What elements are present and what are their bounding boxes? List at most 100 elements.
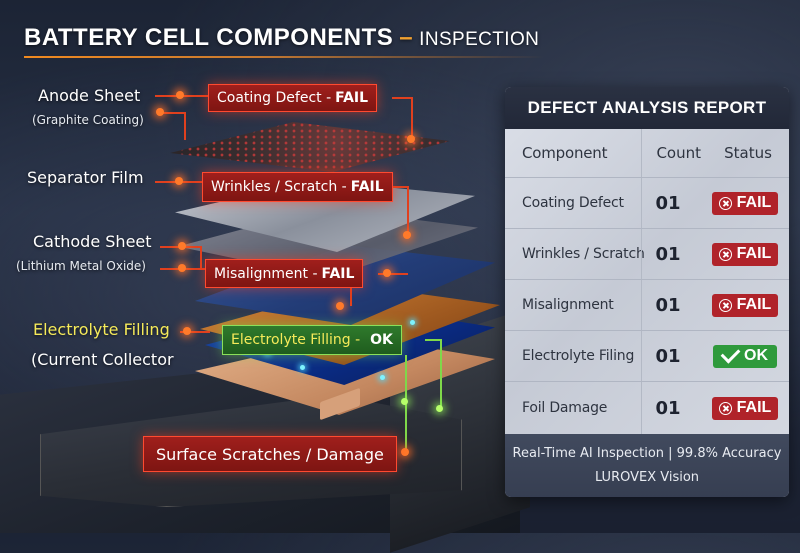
callout-text: Misalignment -	[214, 265, 318, 282]
status-badge-fail: FAIL	[711, 396, 779, 420]
defect-analysis-report: DEFECT ANALYSIS REPORT Component Count S…	[505, 87, 789, 497]
callout-status: FAIL	[350, 179, 384, 195]
row-count: 01	[655, 192, 681, 214]
report-title: DEFECT ANALYSIS REPORT	[505, 87, 789, 129]
connector-dot	[336, 302, 344, 310]
title-main: BATTERY CELL COMPONENTS	[24, 24, 394, 51]
connector-dot	[407, 135, 415, 143]
connector-line-green	[425, 339, 440, 341]
table-row: Misalignment 01 FAIL	[505, 280, 789, 331]
table-row: Electrolyte Filing 01 OK	[505, 331, 789, 382]
row-component: Electrolyte Filing	[522, 348, 635, 364]
glow-point	[380, 375, 385, 380]
callout-electrolyte-filling: Electrolyte Filling - OK	[222, 325, 402, 355]
label-cathode-sheet: Cathode Sheet	[33, 232, 152, 251]
report-table: Component Count Status Coating Defect 01…	[505, 129, 789, 434]
report-footer: Real-Time AI Inspection | 99.8% Accuracy…	[505, 434, 789, 497]
anode-defect-speckles	[170, 122, 450, 172]
x-circle-icon	[718, 401, 732, 415]
connector-line	[393, 186, 407, 188]
connector-dot	[183, 327, 191, 335]
row-count: 01	[655, 294, 681, 316]
connector-dot	[176, 91, 184, 99]
connector-line	[200, 246, 202, 268]
column-divider	[641, 382, 642, 434]
status-text: OK	[744, 347, 768, 364]
label-electrolyte-filling: Electrolyte Filling	[33, 320, 170, 339]
connector-dot	[178, 264, 186, 272]
x-circle-icon	[718, 196, 732, 210]
status-badge-fail: FAIL	[711, 242, 779, 266]
column-divider	[641, 178, 642, 228]
callout-text: Wrinkles / Scratch -	[211, 179, 347, 195]
check-icon	[720, 343, 741, 364]
connector-line	[378, 273, 408, 275]
table-row: Coating Defect 01 FAIL	[505, 178, 789, 229]
column-header-component: Component	[522, 144, 608, 162]
connector-line	[184, 112, 186, 140]
glow-point	[300, 365, 305, 370]
title-dash: –	[399, 24, 414, 51]
callout-status: FAIL	[335, 90, 369, 106]
footer-accuracy: Real-Time AI Inspection | 99.8% Accuracy	[512, 446, 782, 461]
row-component: Wrinkles / Scratch	[522, 246, 645, 262]
callout-status: OK	[370, 332, 393, 348]
column-divider	[641, 331, 642, 381]
status-text: FAIL	[736, 296, 772, 313]
connector-line	[411, 97, 413, 137]
status-text: FAIL	[736, 399, 772, 416]
column-header-status: Status	[724, 144, 772, 162]
callout-status: FAIL	[321, 265, 355, 282]
status-text: FAIL	[736, 194, 772, 211]
glow-point	[410, 320, 415, 325]
title-subtitle: INSPECTION	[419, 29, 540, 50]
column-divider	[641, 280, 642, 330]
label-anode-subtitle: (Graphite Coating)	[32, 113, 144, 127]
title-underline	[24, 56, 544, 58]
connector-line	[160, 112, 184, 114]
row-component: Foil Damage	[522, 400, 608, 416]
connector-dot	[178, 242, 186, 250]
callout-text: Coating Defect -	[217, 90, 332, 106]
footer-brand: LUROVEX Vision	[594, 470, 700, 485]
column-divider	[641, 229, 642, 279]
connector-dot	[175, 177, 183, 185]
callout-text: Surface Scratches / Damage	[156, 444, 384, 464]
status-text: FAIL	[736, 245, 772, 262]
column-header-count: Count	[656, 144, 701, 162]
row-count: 01	[655, 345, 681, 367]
table-row: Foil Damage 01 FAIL	[505, 382, 789, 434]
connector-line	[407, 186, 409, 236]
row-count: 01	[655, 397, 681, 419]
connector-dot	[156, 108, 164, 116]
row-count: 01	[655, 243, 681, 265]
status-badge-ok: OK	[713, 343, 777, 368]
label-anode-sheet: Anode Sheet	[38, 86, 141, 105]
connector-dot	[403, 231, 411, 239]
x-circle-icon	[718, 247, 732, 261]
status-badge-fail: FAIL	[711, 293, 779, 317]
callout-wrinkles-scratch: Wrinkles / Scratch -FAIL	[202, 172, 393, 202]
connector-line	[350, 286, 352, 306]
label-separator-film: Separator Film	[27, 168, 144, 187]
label-current-collector: (Current Collector	[31, 350, 174, 369]
table-header-row: Component Count Status	[505, 129, 789, 178]
callout-text: Electrolyte Filling -	[231, 332, 361, 348]
connector-line	[180, 331, 210, 333]
status-badge-fail: FAIL	[711, 191, 779, 215]
connector-line-green	[440, 339, 442, 409]
connector-dot	[383, 269, 391, 277]
connector-dot-green	[401, 398, 408, 405]
row-component: Misalignment	[522, 297, 614, 313]
x-circle-icon	[718, 298, 732, 312]
callout-misalignment: Misalignment -FAIL	[205, 259, 364, 288]
table-row: Wrinkles / Scratch 01 FAIL	[505, 229, 789, 280]
callout-surface-scratches: Surface Scratches / Damage	[143, 436, 397, 472]
callout-coating-defect: Coating Defect -FAIL	[208, 84, 378, 112]
label-cathode-subtitle: (Lithium Metal Oxide)	[16, 259, 146, 273]
column-divider	[641, 129, 642, 177]
connector-dot-green	[436, 405, 443, 412]
connector-line	[392, 97, 412, 99]
connector-dot	[401, 448, 409, 456]
row-component: Coating Defect	[522, 195, 624, 211]
